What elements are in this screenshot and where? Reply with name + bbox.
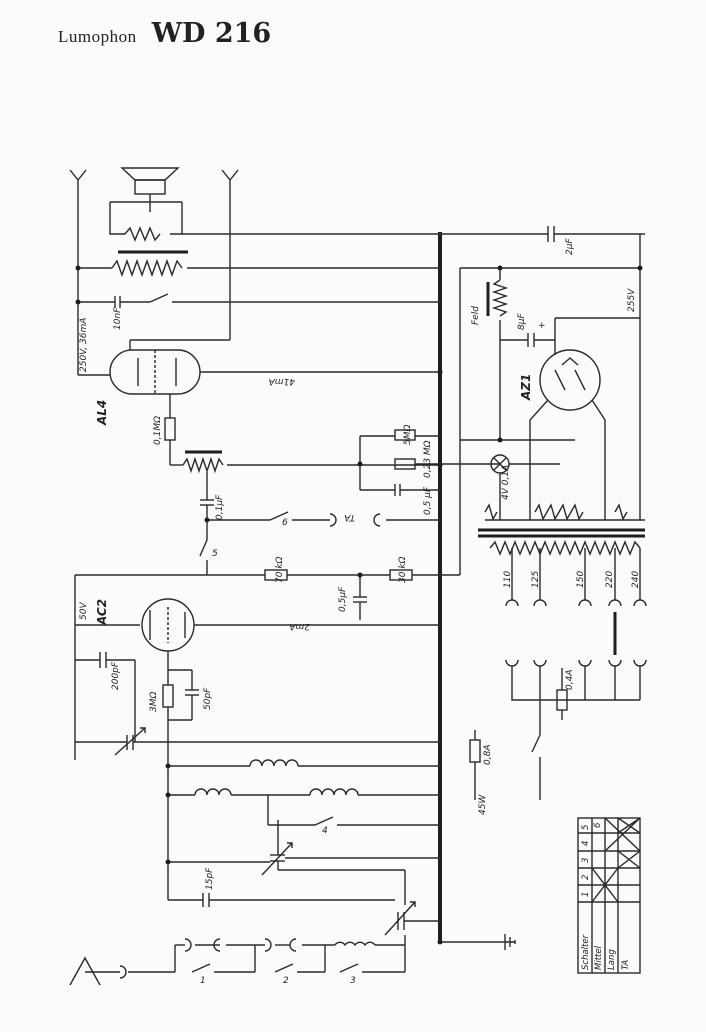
switch-1: [191, 963, 211, 973]
table-col-3: 3: [581, 858, 591, 863]
table-col-2: 2: [581, 875, 591, 880]
tap-110: 110: [503, 571, 513, 588]
switch-2-label: 2: [283, 976, 289, 986]
cap-01uf-label: 0,1μF: [215, 494, 225, 520]
fuse-04a-label: 0,4A: [565, 670, 575, 690]
power-label: 45W: [478, 794, 488, 815]
switch-4: [314, 816, 334, 826]
resistor-3mohm: [162, 684, 174, 708]
cap-50pf-label: 50pF: [203, 687, 213, 710]
terminal-right: [221, 169, 239, 340]
tuning-capacitor-2: [261, 842, 293, 876]
cap-8uf-label: 8μF: [517, 313, 527, 330]
az1-tube: [539, 349, 601, 411]
res-5mohm-label: 5MΩ: [403, 425, 413, 445]
brand-name: Lumophon: [58, 27, 137, 46]
cap-15pf-label: 15pF: [205, 867, 215, 890]
al4-label: AL4: [95, 400, 109, 426]
switch-3-label: 3: [350, 976, 356, 986]
switch-1-label: 1: [200, 976, 206, 986]
table-row-mittel: Mittel: [594, 945, 604, 970]
coil-3: [309, 788, 359, 796]
coil-2: [194, 788, 232, 796]
transformer-primary: [489, 540, 641, 556]
antenna-input: [69, 956, 101, 986]
resistor-023mohm: [394, 458, 416, 470]
ac2-tube: [141, 598, 195, 652]
switch-5: [199, 539, 208, 557]
switch-5-label: 5: [212, 549, 218, 559]
table-col-6: 6: [593, 822, 603, 828]
model-name: WD 216: [151, 18, 272, 49]
al4-current-label: 41mA: [269, 376, 295, 386]
res-30kohm-label: 30 kΩ: [398, 556, 408, 583]
switch-3: [339, 963, 359, 973]
cap-2uf-label: 2μF: [565, 238, 575, 255]
mains-switch: [531, 734, 541, 753]
table-col-4: 4: [581, 841, 591, 846]
switch-6-label: 6: [282, 518, 288, 528]
speaker-current-label: 250V, 36mA: [79, 318, 89, 372]
v255-label: 255V: [627, 288, 637, 312]
tuning-capacitor-1: [114, 727, 146, 756]
cap-05uf-label: 0,5μF: [338, 586, 348, 612]
ac2-voltage-label: 50V: [79, 602, 89, 620]
resistor-01mohm: [164, 417, 176, 441]
cap-05uf-right-label: 0,5 μF: [423, 486, 433, 515]
cap-plus: +: [538, 321, 546, 331]
output-transformer-winding: [111, 258, 183, 278]
table-row-lang: Lang: [607, 949, 617, 970]
coil-1: [249, 759, 299, 767]
header: Lumophon WD 216: [58, 18, 271, 49]
az1-label: AZ1: [519, 374, 533, 401]
table-col-1: 1: [581, 892, 591, 897]
junction-dots: [75, 265, 643, 945]
transformer-sec-1: [484, 503, 498, 521]
tap-125: 125: [531, 571, 541, 588]
cap-200pf-label: 200pF: [111, 661, 121, 690]
resistor-5mohm: [394, 429, 416, 441]
table-row-ta: TA: [621, 960, 631, 970]
volume-potentiometer: [182, 456, 224, 474]
voltage-selector-sockets: [505, 599, 647, 607]
ac2-current-label: 2mA: [289, 621, 310, 631]
ac2-label: AC2: [95, 599, 109, 626]
antenna-terminal-left: [69, 169, 87, 375]
switch-6: [269, 511, 289, 521]
field-coil: [491, 279, 509, 317]
fuse-08a-label: 0,8A: [483, 745, 493, 765]
transformer-sec-hv: [534, 503, 584, 521]
ta-label: TA: [344, 512, 355, 522]
ground-symbol: [504, 934, 516, 950]
fuse-08a: [469, 739, 481, 763]
loudspeaker: [109, 167, 188, 254]
switch-4-label: 4: [322, 826, 328, 836]
tap-150: 150: [576, 571, 586, 588]
trimmer-capacitor: [384, 901, 416, 936]
switch-2: [274, 963, 294, 973]
res-023mohm-label: 0,23 MΩ: [423, 440, 433, 478]
switch-table: [577, 817, 641, 974]
transformer-sec-3: [614, 503, 628, 521]
cap-10nf-label: 10nF: [113, 307, 123, 330]
table-col-5: 5: [581, 825, 591, 830]
field-label: Feld: [471, 306, 481, 325]
tap-240: 240: [631, 571, 641, 588]
switch-tone: [149, 293, 169, 303]
table-header-label: Schalter: [581, 934, 591, 970]
al4-tube: [109, 339, 230, 395]
tap-220: 220: [605, 571, 615, 588]
antenna-coil: [334, 941, 376, 947]
res-70kohm-label: 70 kΩ: [275, 556, 285, 583]
lamp-label: 4V 0,1A: [501, 465, 511, 500]
res-3mohm-label: 3MΩ: [149, 692, 159, 712]
res-01mohm-label: 0,1MΩ: [153, 416, 163, 445]
